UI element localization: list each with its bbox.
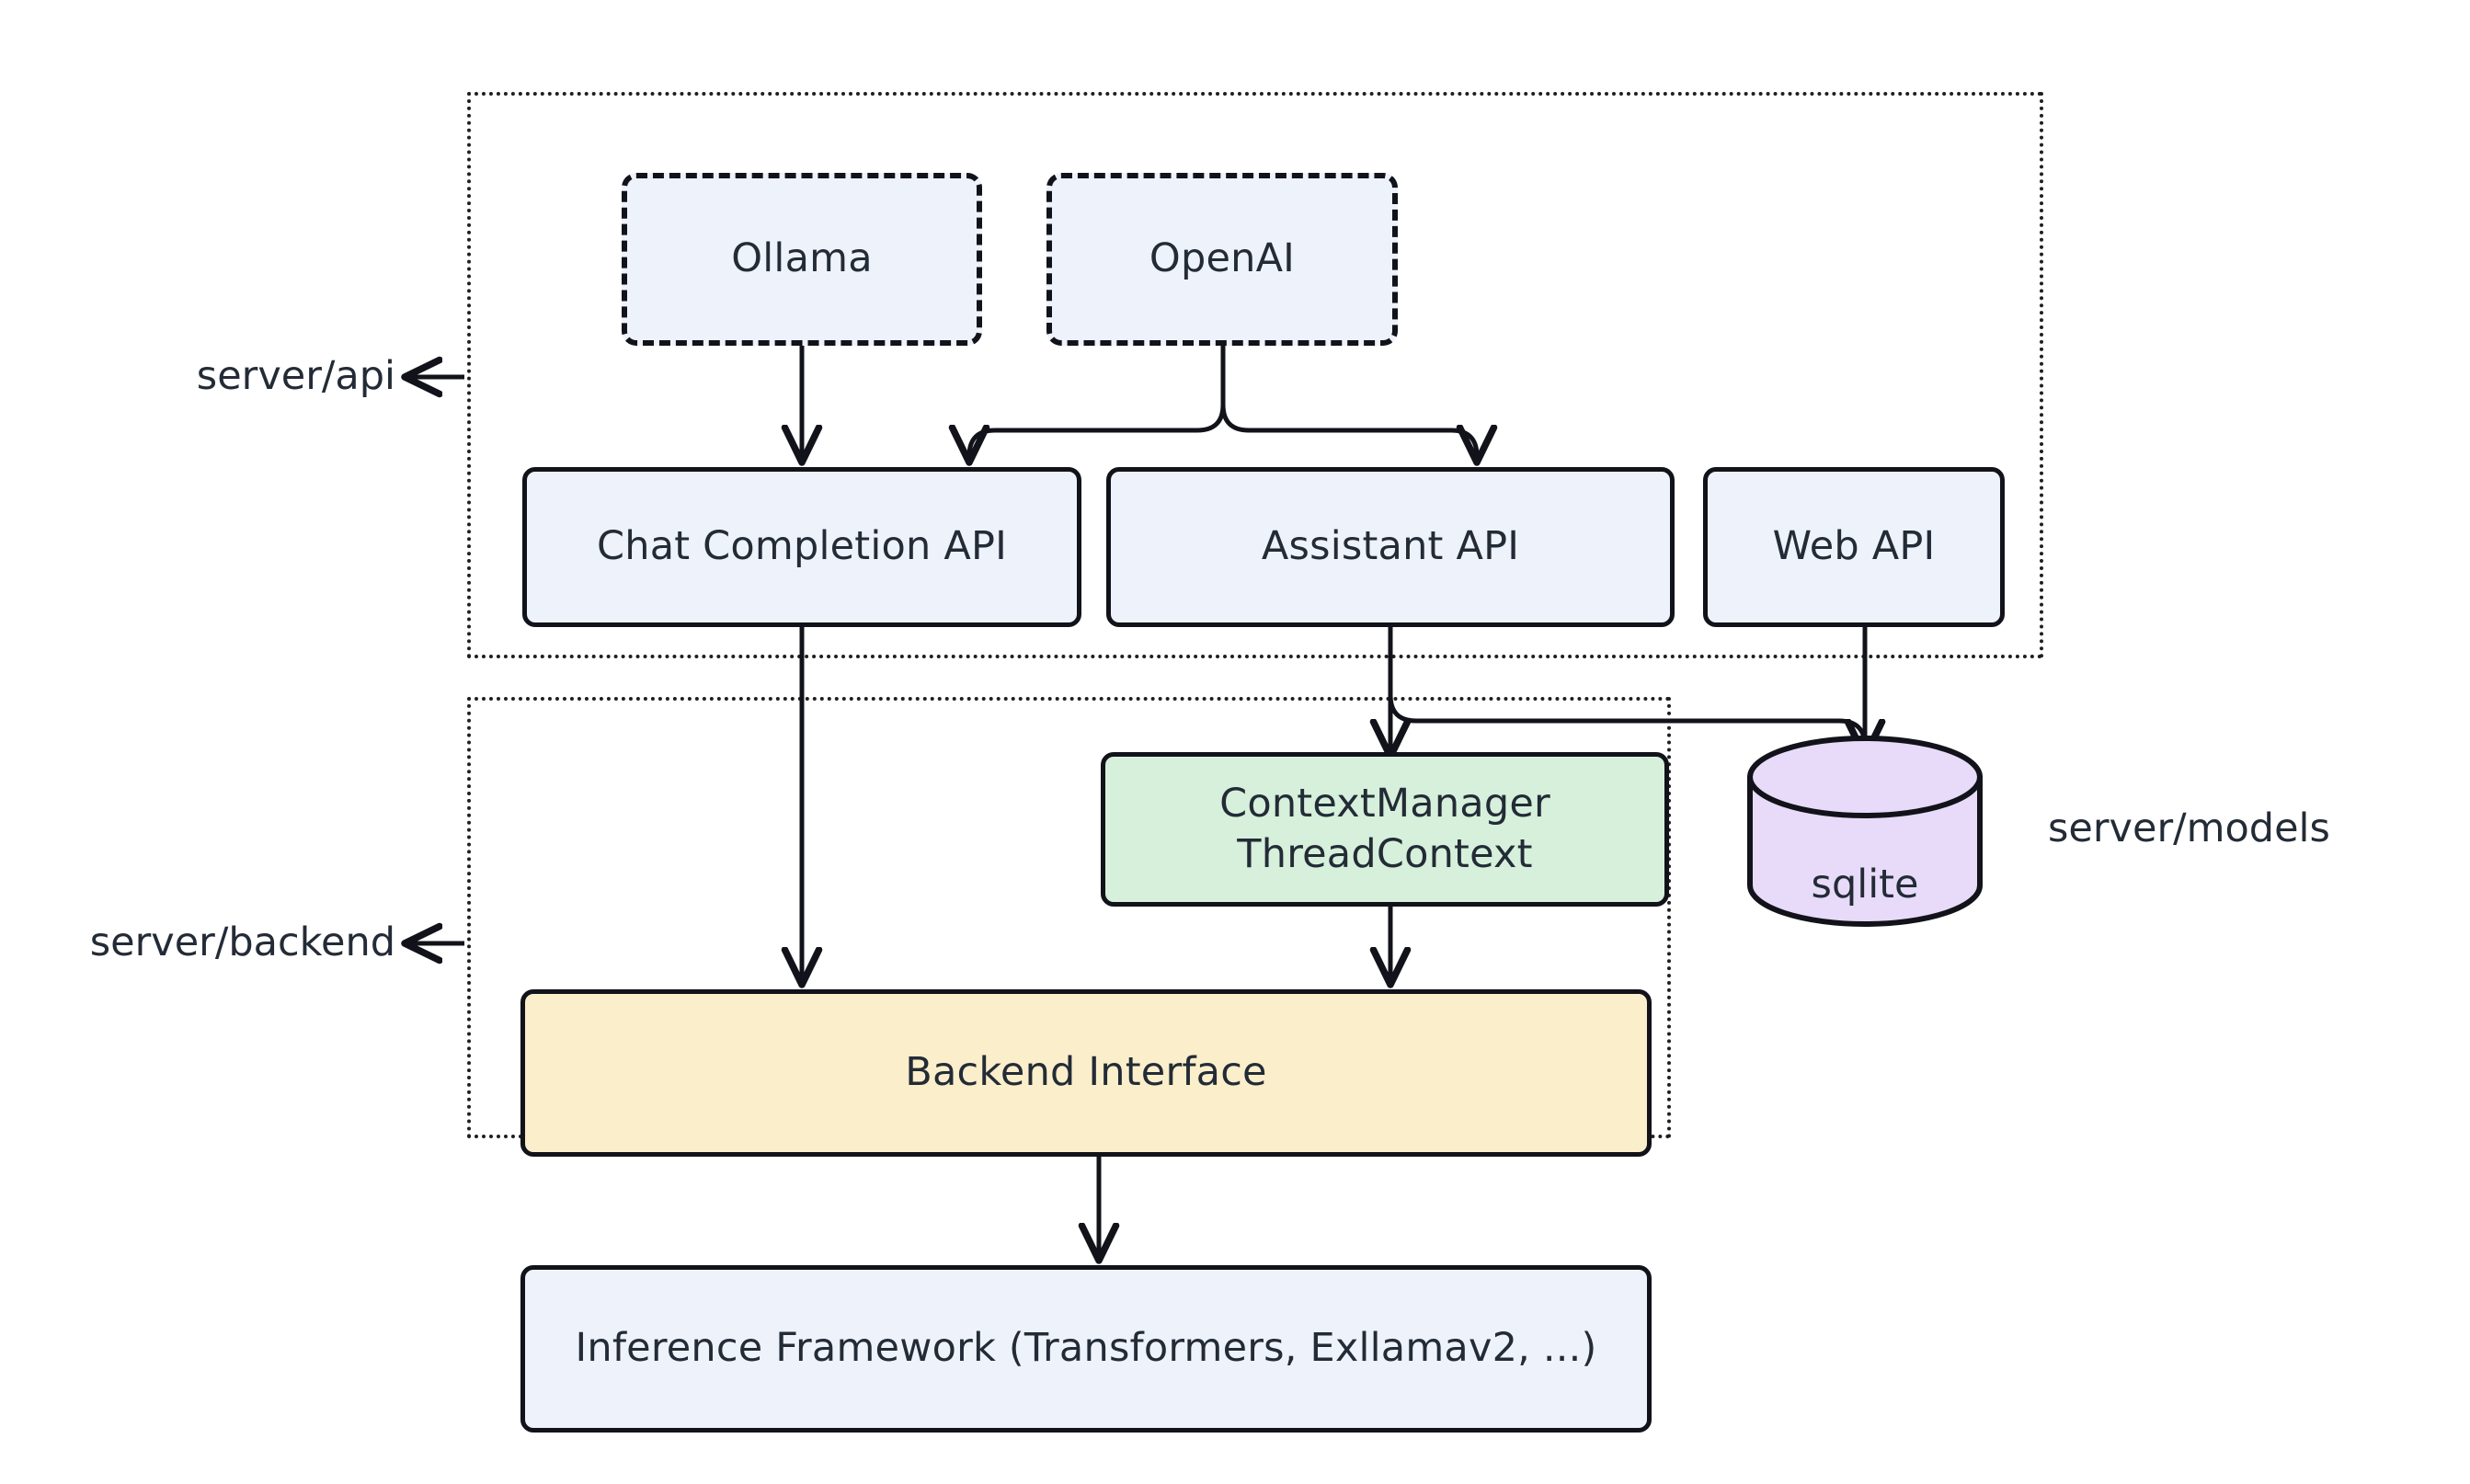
node-inference-framework[interactable]: Inference Framework (Transformers, Exlla…	[520, 1265, 1652, 1433]
node-sqlite[interactable]: sqlite	[1750, 738, 1980, 924]
node-context-manager-line2: ThreadContext	[1237, 831, 1533, 877]
node-backend-interface-label: Backend Interface	[905, 1049, 1267, 1096]
node-openai[interactable]: OpenAI	[1046, 173, 1398, 346]
node-web-api[interactable]: Web API	[1703, 467, 2005, 627]
node-context-manager[interactable]: ContextManager ThreadContext	[1101, 752, 1669, 907]
node-chat-completion-api-label: Chat Completion API	[597, 523, 1007, 570]
node-ollama-label: Ollama	[731, 235, 873, 282]
annotation-server-api-label: server/api	[196, 353, 395, 399]
group-server-api	[467, 92, 2043, 658]
annotation-server-backend: server/backend	[0, 919, 395, 965]
node-assistant-api[interactable]: Assistant API	[1106, 467, 1675, 627]
node-openai-label: OpenAI	[1149, 235, 1296, 282]
node-assistant-api-label: Assistant API	[1261, 523, 1520, 570]
annotation-server-models: server/models	[2048, 805, 2330, 851]
node-inference-framework-label: Inference Framework (Transformers, Exlla…	[575, 1325, 1597, 1372]
node-context-manager-line1: ContextManager	[1219, 780, 1550, 827]
node-backend-interface[interactable]: Backend Interface	[520, 989, 1652, 1157]
annotation-server-models-label: server/models	[2048, 805, 2330, 851]
node-ollama[interactable]: Ollama	[622, 173, 982, 346]
node-sqlite-label: sqlite	[1811, 862, 1919, 908]
node-chat-completion-api[interactable]: Chat Completion API	[522, 467, 1081, 627]
annotation-server-api: server/api	[0, 353, 395, 399]
annotation-server-backend-label: server/backend	[89, 919, 395, 965]
node-web-api-label: Web API	[1772, 523, 1936, 570]
